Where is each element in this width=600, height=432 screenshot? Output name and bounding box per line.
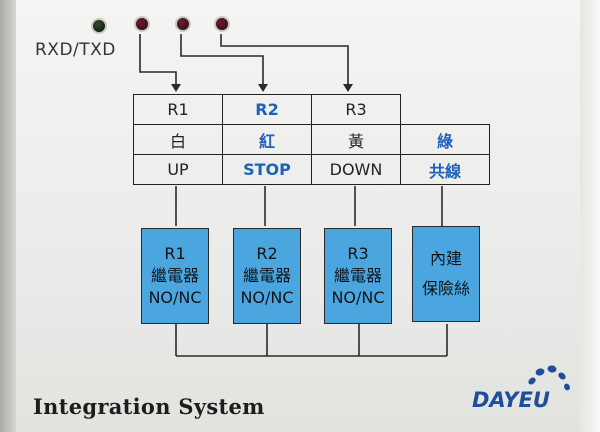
relay-box-r2: R2 繼電器 NO/NC <box>233 228 301 324</box>
relay-table: R1 R2 R3 白 紅 黃 綠 UP STOP DOWN 共線 <box>133 94 490 185</box>
led-r3 <box>214 16 230 32</box>
led-r1 <box>134 16 150 32</box>
arrow-r1 <box>171 84 181 92</box>
box-title: R1 <box>164 244 186 263</box>
cell-r3: R3 <box>311 94 401 125</box>
box-type: 繼電器 <box>333 266 382 285</box>
box-title: 內建 <box>429 249 462 268</box>
box-type: 保險絲 <box>421 279 470 298</box>
led-rxd-txd <box>91 18 107 34</box>
arrow-r2 <box>258 84 268 92</box>
cell-yellow: 黃 <box>311 124 401 155</box>
cell-white: 白 <box>133 124 223 155</box>
relay-box-r1: R1 繼電器 NO/NC <box>141 228 209 324</box>
cell-green: 綠 <box>400 124 490 155</box>
relay-box-r3: R3 繼電器 NO/NC <box>324 228 392 324</box>
wire-led-r3 <box>220 34 349 86</box>
box-mode: NO/NC <box>240 288 294 307</box>
cell-r1: R1 <box>133 94 223 125</box>
cell-red: 紅 <box>222 124 312 155</box>
panel-edge-left <box>0 0 16 432</box>
cell-empty <box>400 94 490 125</box>
led-r2 <box>175 16 191 32</box>
wire-led-r1 <box>139 34 177 86</box>
brand-name: DAYEU <box>472 388 550 412</box>
arrow-r3 <box>343 84 353 92</box>
box-type: 繼電器 <box>150 266 199 285</box>
fuse-box: 內建 保險絲 <box>412 226 480 322</box>
brand-logo-icon <box>528 365 570 391</box>
cell-down: DOWN <box>311 154 401 185</box>
table-row-relay: R1 R2 R3 <box>133 94 490 125</box>
table-row-function: UP STOP DOWN 共線 <box>133 154 490 185</box>
cell-up: UP <box>133 154 223 185</box>
rxd-txd-label: RXD/TXD <box>35 40 116 60</box>
box-type: 繼電器 <box>242 266 291 285</box>
table-row-color: 白 紅 黃 綠 <box>133 124 490 155</box>
cell-stop: STOP <box>222 154 312 185</box>
system-title: Integration System <box>33 394 265 419</box>
panel-edge-right <box>580 0 600 432</box>
box-mode: NO/NC <box>148 288 202 307</box>
box-mode: NO/NC <box>331 288 385 307</box>
wire-led-r2 <box>180 34 264 86</box>
box-title: R3 <box>347 244 369 263</box>
cell-common: 共線 <box>400 154 490 185</box>
cell-r2: R2 <box>222 94 312 125</box>
box-title: R2 <box>256 244 278 263</box>
